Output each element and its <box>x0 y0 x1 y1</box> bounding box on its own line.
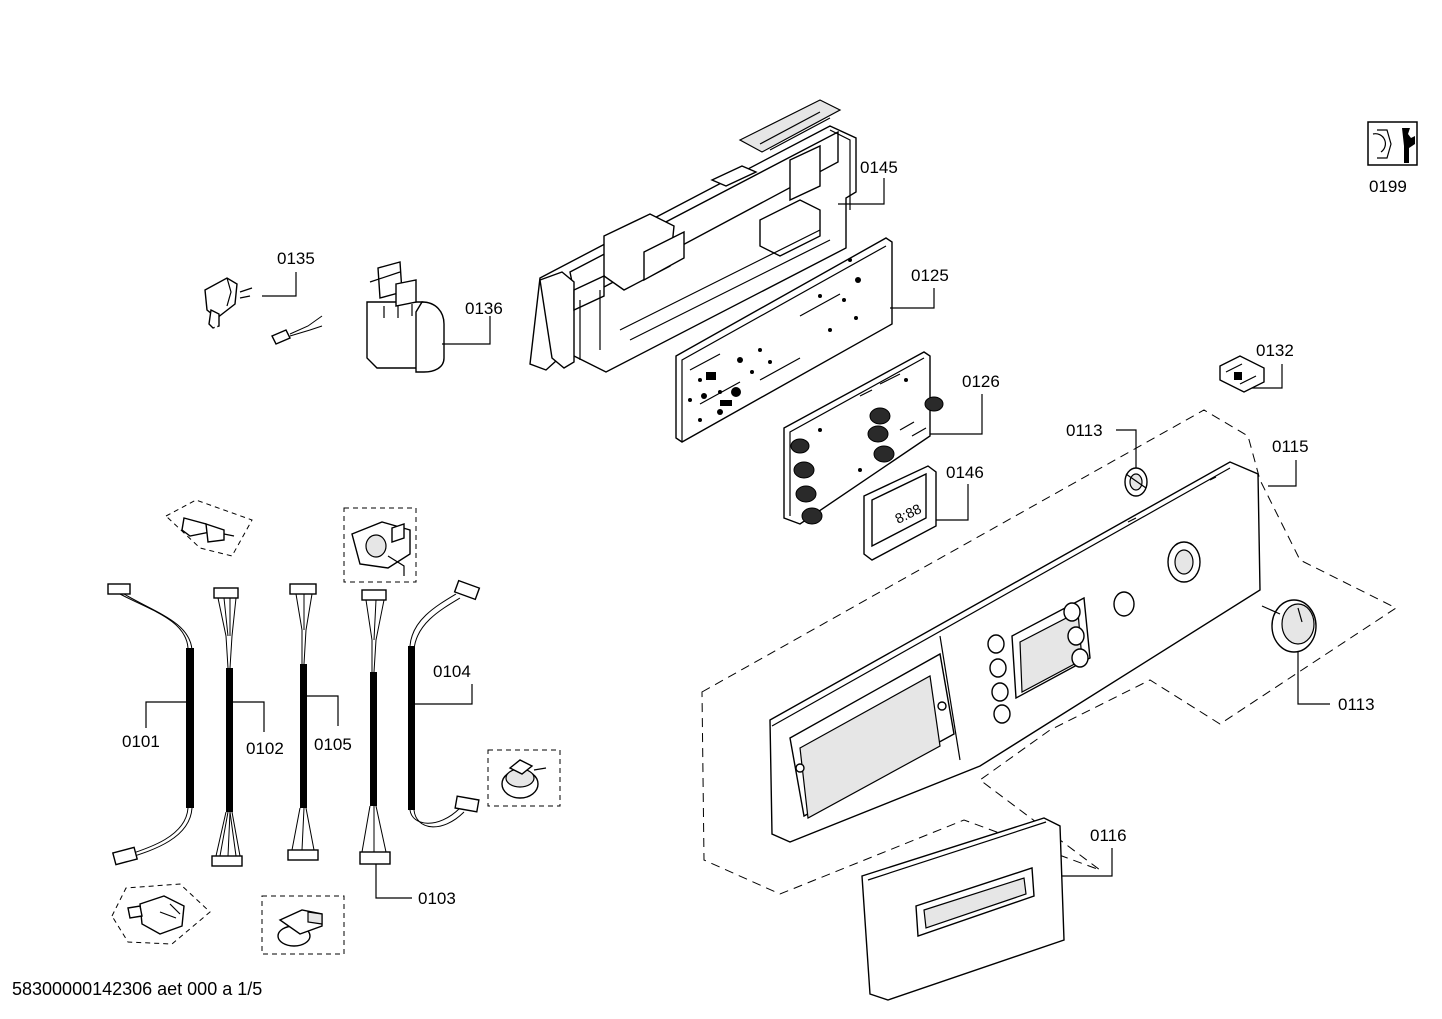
label-0101: 0101 <box>122 732 160 751</box>
label-0132: 0132 <box>1256 341 1294 360</box>
main-pcb-part <box>675 237 893 443</box>
interference-filter-part <box>366 261 445 373</box>
display-module-part: 8:88 <box>863 465 937 561</box>
label-0105: 0105 <box>314 735 352 754</box>
sensor-component-a <box>165 499 253 557</box>
control-panel-fascia <box>769 461 1261 843</box>
service-wrench-icon <box>1367 121 1418 166</box>
label-0115: 0115 <box>1272 437 1309 456</box>
drawing-reference-footer: 58300000142306 aet 000 a 1/5 <box>12 979 263 999</box>
assembly-outline <box>701 409 1397 895</box>
wire-harness-0101 <box>107 583 194 866</box>
clip-part <box>1219 355 1265 393</box>
label-0113-top: 0113 <box>1066 421 1103 440</box>
label-0199: 0199 <box>1369 177 1407 196</box>
button-pcb-part <box>783 351 944 525</box>
label-0135: 0135 <box>277 249 315 268</box>
wire-harness-0104 <box>408 579 481 828</box>
label-0146: 0146 <box>946 463 984 482</box>
module-housing-part <box>529 99 857 373</box>
sensor-component-e <box>261 895 345 955</box>
label-0126: 0126 <box>962 372 1000 391</box>
wire-harness-0105 <box>287 583 319 861</box>
label-0136: 0136 <box>465 299 503 318</box>
drawer-handle-part <box>861 817 1065 1001</box>
label-0116: 0116 <box>1090 826 1127 845</box>
power-cord-part <box>204 277 323 455</box>
label-0125: 0125 <box>911 266 949 285</box>
label-0145: 0145 <box>860 158 898 177</box>
label-0103: 0103 <box>418 889 456 908</box>
sensor-component-d <box>111 883 211 945</box>
wire-harness-0102 <box>211 587 243 867</box>
label-0104: 0104 <box>433 662 471 681</box>
knob-cap-part <box>1124 467 1148 497</box>
program-knob-part <box>1261 599 1317 653</box>
sensor-component-b <box>343 507 417 583</box>
wire-harness-0103 <box>359 589 391 865</box>
label-0113-right: 0113 <box>1338 695 1375 714</box>
sensor-component-c <box>487 749 561 807</box>
label-0102: 0102 <box>246 739 284 758</box>
